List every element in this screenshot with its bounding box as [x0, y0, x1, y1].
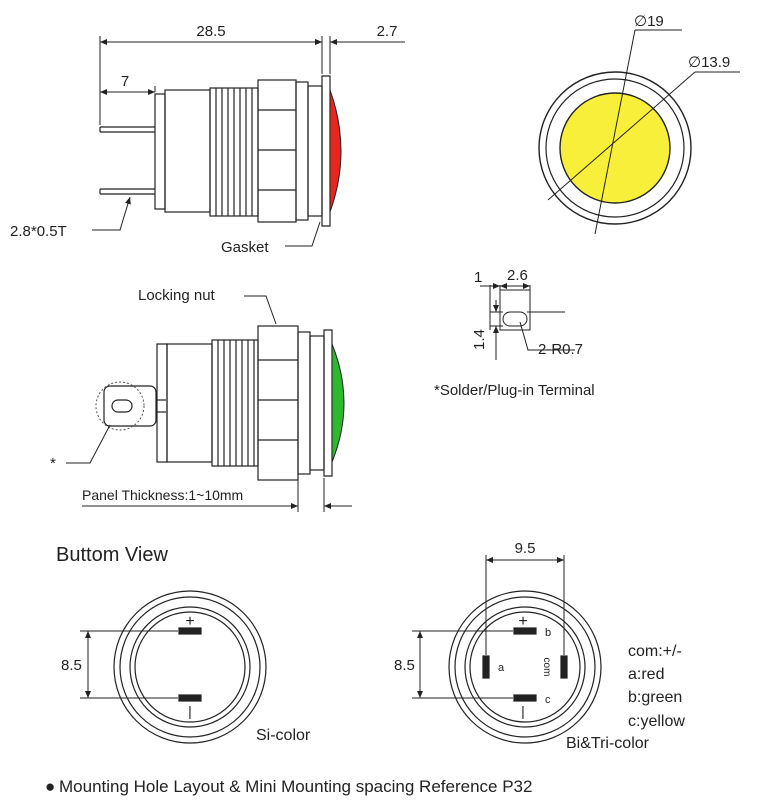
mark-a: a	[498, 662, 505, 674]
dim-length-label: 28.5	[196, 23, 225, 40]
terminal-size-label: 2.8*0.5T	[10, 223, 67, 240]
footer-bullet: ●	[45, 777, 55, 796]
bi-spacing-dim	[412, 555, 565, 699]
bottom-view-title: Buttom View	[56, 544, 168, 566]
mark-com: com	[541, 658, 552, 677]
panel-thickness-label: Panel Thickness:1~10mm	[82, 487, 243, 503]
lens-diameter-label: ∅13.9	[688, 54, 730, 71]
front-view	[538, 29, 696, 235]
si-color-view	[113, 590, 267, 744]
footer-text: Mounting Hole Layout & Mini Mounting spa…	[59, 777, 532, 796]
mark-c: c	[545, 694, 551, 706]
terminal-spacing-label: 9.5	[515, 540, 536, 557]
green-lens	[331, 343, 345, 463]
outer-diameter-label: ∅19	[634, 13, 664, 30]
bi-spacing-label: 8.5	[394, 657, 415, 674]
bi-tri-color-view	[448, 590, 602, 744]
detail-leader	[66, 424, 111, 464]
terminal-size-leader	[92, 196, 131, 231]
legend-c: c:yellow	[628, 713, 685, 730]
slot-offset-label: 1	[474, 269, 482, 286]
slot-width-label: 2.6	[507, 267, 528, 284]
terminal-detail	[480, 283, 575, 360]
side-view-bottom	[103, 325, 333, 481]
detail-marker: *	[50, 455, 56, 472]
red-lens	[329, 89, 342, 213]
slot-height-label: 1.4	[471, 329, 488, 350]
dim-7	[100, 86, 156, 95]
slot-radius-label: 2-R0.7	[538, 341, 583, 358]
legend-b: b:green	[628, 689, 682, 706]
bi-tri-color-label: Bi&Tri-color	[566, 735, 650, 752]
mark-b: b	[545, 627, 551, 639]
si-spacing-label: 8.5	[61, 657, 82, 674]
si-color-label: Si-color	[256, 727, 311, 744]
yellow-lens	[559, 92, 671, 204]
legend-a: a:red	[628, 666, 664, 683]
gasket-label: Gasket	[221, 239, 269, 256]
si-minus-label: |	[188, 703, 192, 719]
bi-plus-label: +	[518, 613, 527, 630]
si-spacing-dim	[80, 630, 178, 699]
side-view-top	[99, 75, 331, 227]
dim-head-label: 2.7	[377, 23, 398, 40]
locking-nut-leader	[244, 295, 277, 325]
si-plus-label: +	[185, 613, 194, 630]
panel-thickness-dim	[82, 478, 352, 512]
detail-circle	[95, 381, 145, 431]
locking-nut-label: Locking nut	[138, 287, 216, 304]
dim-terminal-length-label: 7	[121, 73, 129, 90]
bi-minus-label: |	[521, 703, 525, 719]
legend-com: com:+/-	[628, 643, 682, 660]
gasket-leader	[285, 221, 321, 247]
terminal-note: *Solder/Plug-in Terminal	[434, 382, 595, 399]
dim-2-7	[300, 36, 405, 74]
